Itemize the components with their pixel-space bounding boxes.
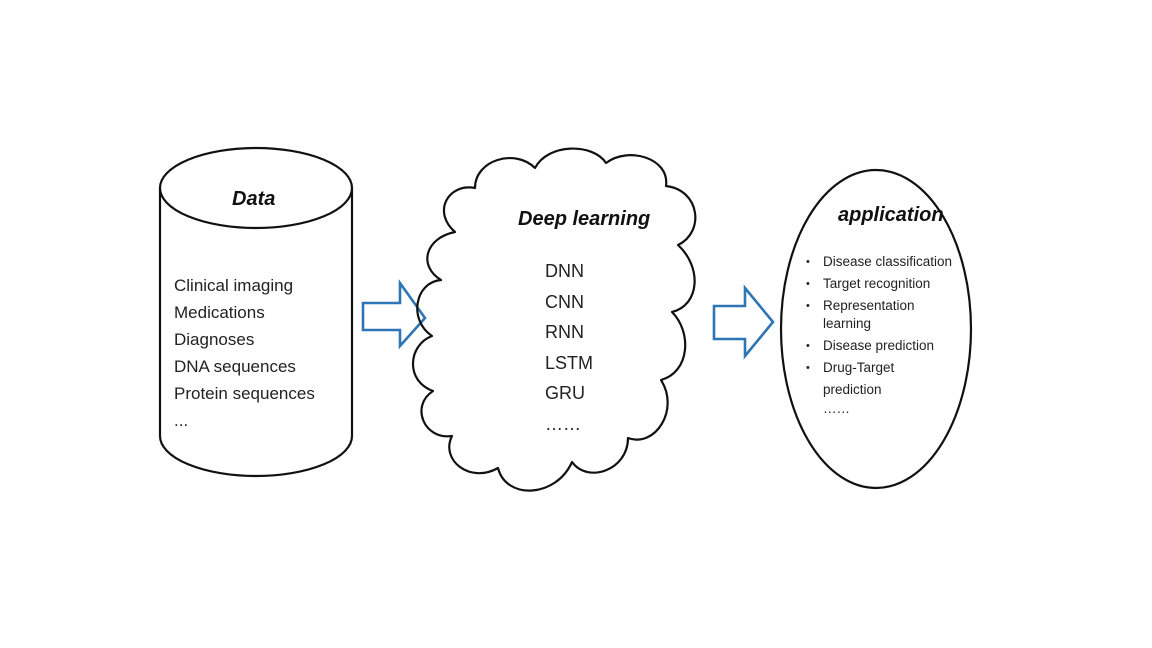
data-item-list: Clinical imaging Medications Diagnoses D… bbox=[174, 272, 315, 434]
data-cylinder bbox=[158, 146, 354, 478]
cylinder-body bbox=[158, 188, 354, 478]
data-item: DNA sequences bbox=[174, 357, 296, 376]
application-ellipse bbox=[779, 168, 973, 490]
deep-learning-model-list: DNN CNN RNN LSTM GRU …… bbox=[545, 256, 593, 439]
data-item: Clinical imaging bbox=[174, 276, 294, 295]
model-item: RNN bbox=[545, 322, 584, 342]
application-item: Target recognition bbox=[806, 273, 956, 295]
data-item: Diagnoses bbox=[174, 330, 255, 349]
model-item: …… bbox=[545, 413, 581, 434]
application-item-continuation: learning bbox=[823, 316, 872, 331]
data-item: ... bbox=[174, 411, 189, 430]
application-title: application bbox=[838, 204, 944, 226]
arrow-dl-to-application bbox=[712, 284, 775, 360]
data-title: Data bbox=[232, 188, 276, 210]
deep-learning-cloud bbox=[411, 147, 697, 492]
application-item-ellipsis: …… bbox=[823, 401, 850, 416]
application-item: Disease prediction bbox=[806, 335, 956, 357]
model-item: CNN bbox=[545, 291, 584, 312]
data-item: Medications bbox=[174, 303, 265, 322]
model-item: DNN bbox=[545, 261, 584, 281]
arrow-data-to-dl bbox=[361, 278, 427, 350]
model-item: LSTM bbox=[545, 352, 594, 373]
application-item: Disease classification bbox=[806, 251, 956, 273]
cylinder-top bbox=[158, 146, 354, 230]
deep-learning-title: Deep learning bbox=[518, 208, 651, 230]
application-item: Drug-Target prediction bbox=[806, 357, 956, 401]
application-item: Representation bbox=[806, 295, 956, 317]
model-item: GRU bbox=[545, 383, 585, 403]
application-list: Disease classification Target recognitio… bbox=[806, 251, 956, 420]
data-item: Protein sequences bbox=[174, 384, 315, 403]
